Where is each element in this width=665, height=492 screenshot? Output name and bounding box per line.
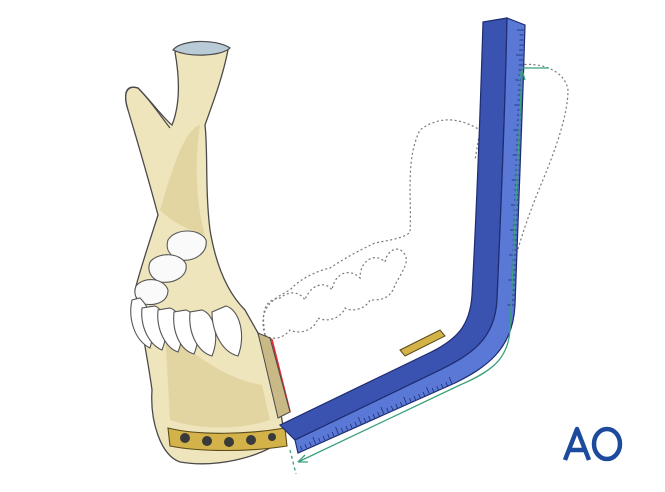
bone-shading [160, 125, 270, 428]
ruler-tick [331, 431, 335, 437]
ruler-tick [395, 403, 398, 409]
ruler-tick [403, 396, 407, 405]
ruler-tick [345, 425, 348, 431]
coronoid-process [125, 86, 171, 129]
ruler-tick [340, 427, 344, 433]
plate-screw [202, 436, 212, 446]
resection-face [257, 332, 291, 419]
ruler-tick [426, 386, 430, 395]
ruler-tick [368, 415, 371, 421]
missing-teeth-outline [262, 248, 407, 339]
ruler-tick [380, 406, 385, 415]
ruler-tick [386, 407, 389, 413]
ruler-tick [418, 393, 421, 399]
ruler-tick [300, 445, 303, 451]
ruler-tick [445, 381, 448, 387]
plate-screw [180, 433, 190, 443]
ruler-tick [409, 397, 412, 403]
ruler-tick [350, 423, 353, 429]
ruler-tick [390, 405, 394, 411]
ruler-tick [413, 395, 417, 401]
molar-teeth [134, 230, 207, 306]
ruler-template [278, 17, 526, 454]
ruler-tick [354, 421, 357, 427]
ao-logo-icon [562, 426, 623, 462]
ruler-tick [400, 401, 403, 407]
ruler-tick [318, 437, 321, 443]
plate-screw [224, 437, 234, 447]
ruler-tick [422, 391, 426, 397]
condyle-cap [172, 40, 231, 56]
reconstruction-plate [167, 329, 446, 452]
ruler-tick [304, 443, 307, 449]
ruler-tick [335, 426, 339, 435]
ruler-tick [440, 383, 444, 389]
missing-mandible-outline [262, 63, 569, 336]
ruler-tick [436, 385, 439, 391]
ruler-tick [363, 417, 367, 423]
front-teeth [130, 297, 243, 357]
measurement-arrow [289, 67, 549, 475]
ruler-tick [431, 387, 435, 393]
ruler-tick [312, 436, 317, 445]
ruler-tick [448, 376, 453, 385]
plate-screw [268, 433, 276, 441]
ruler-tick [357, 416, 362, 425]
ruler-tick [377, 411, 380, 417]
ao-logo: AO [562, 424, 624, 464]
ruler-tick [327, 433, 330, 439]
ruler-tick [309, 441, 312, 447]
ruler-tick [372, 413, 376, 419]
plate-screw [246, 435, 256, 445]
ruler-tick [322, 435, 326, 441]
